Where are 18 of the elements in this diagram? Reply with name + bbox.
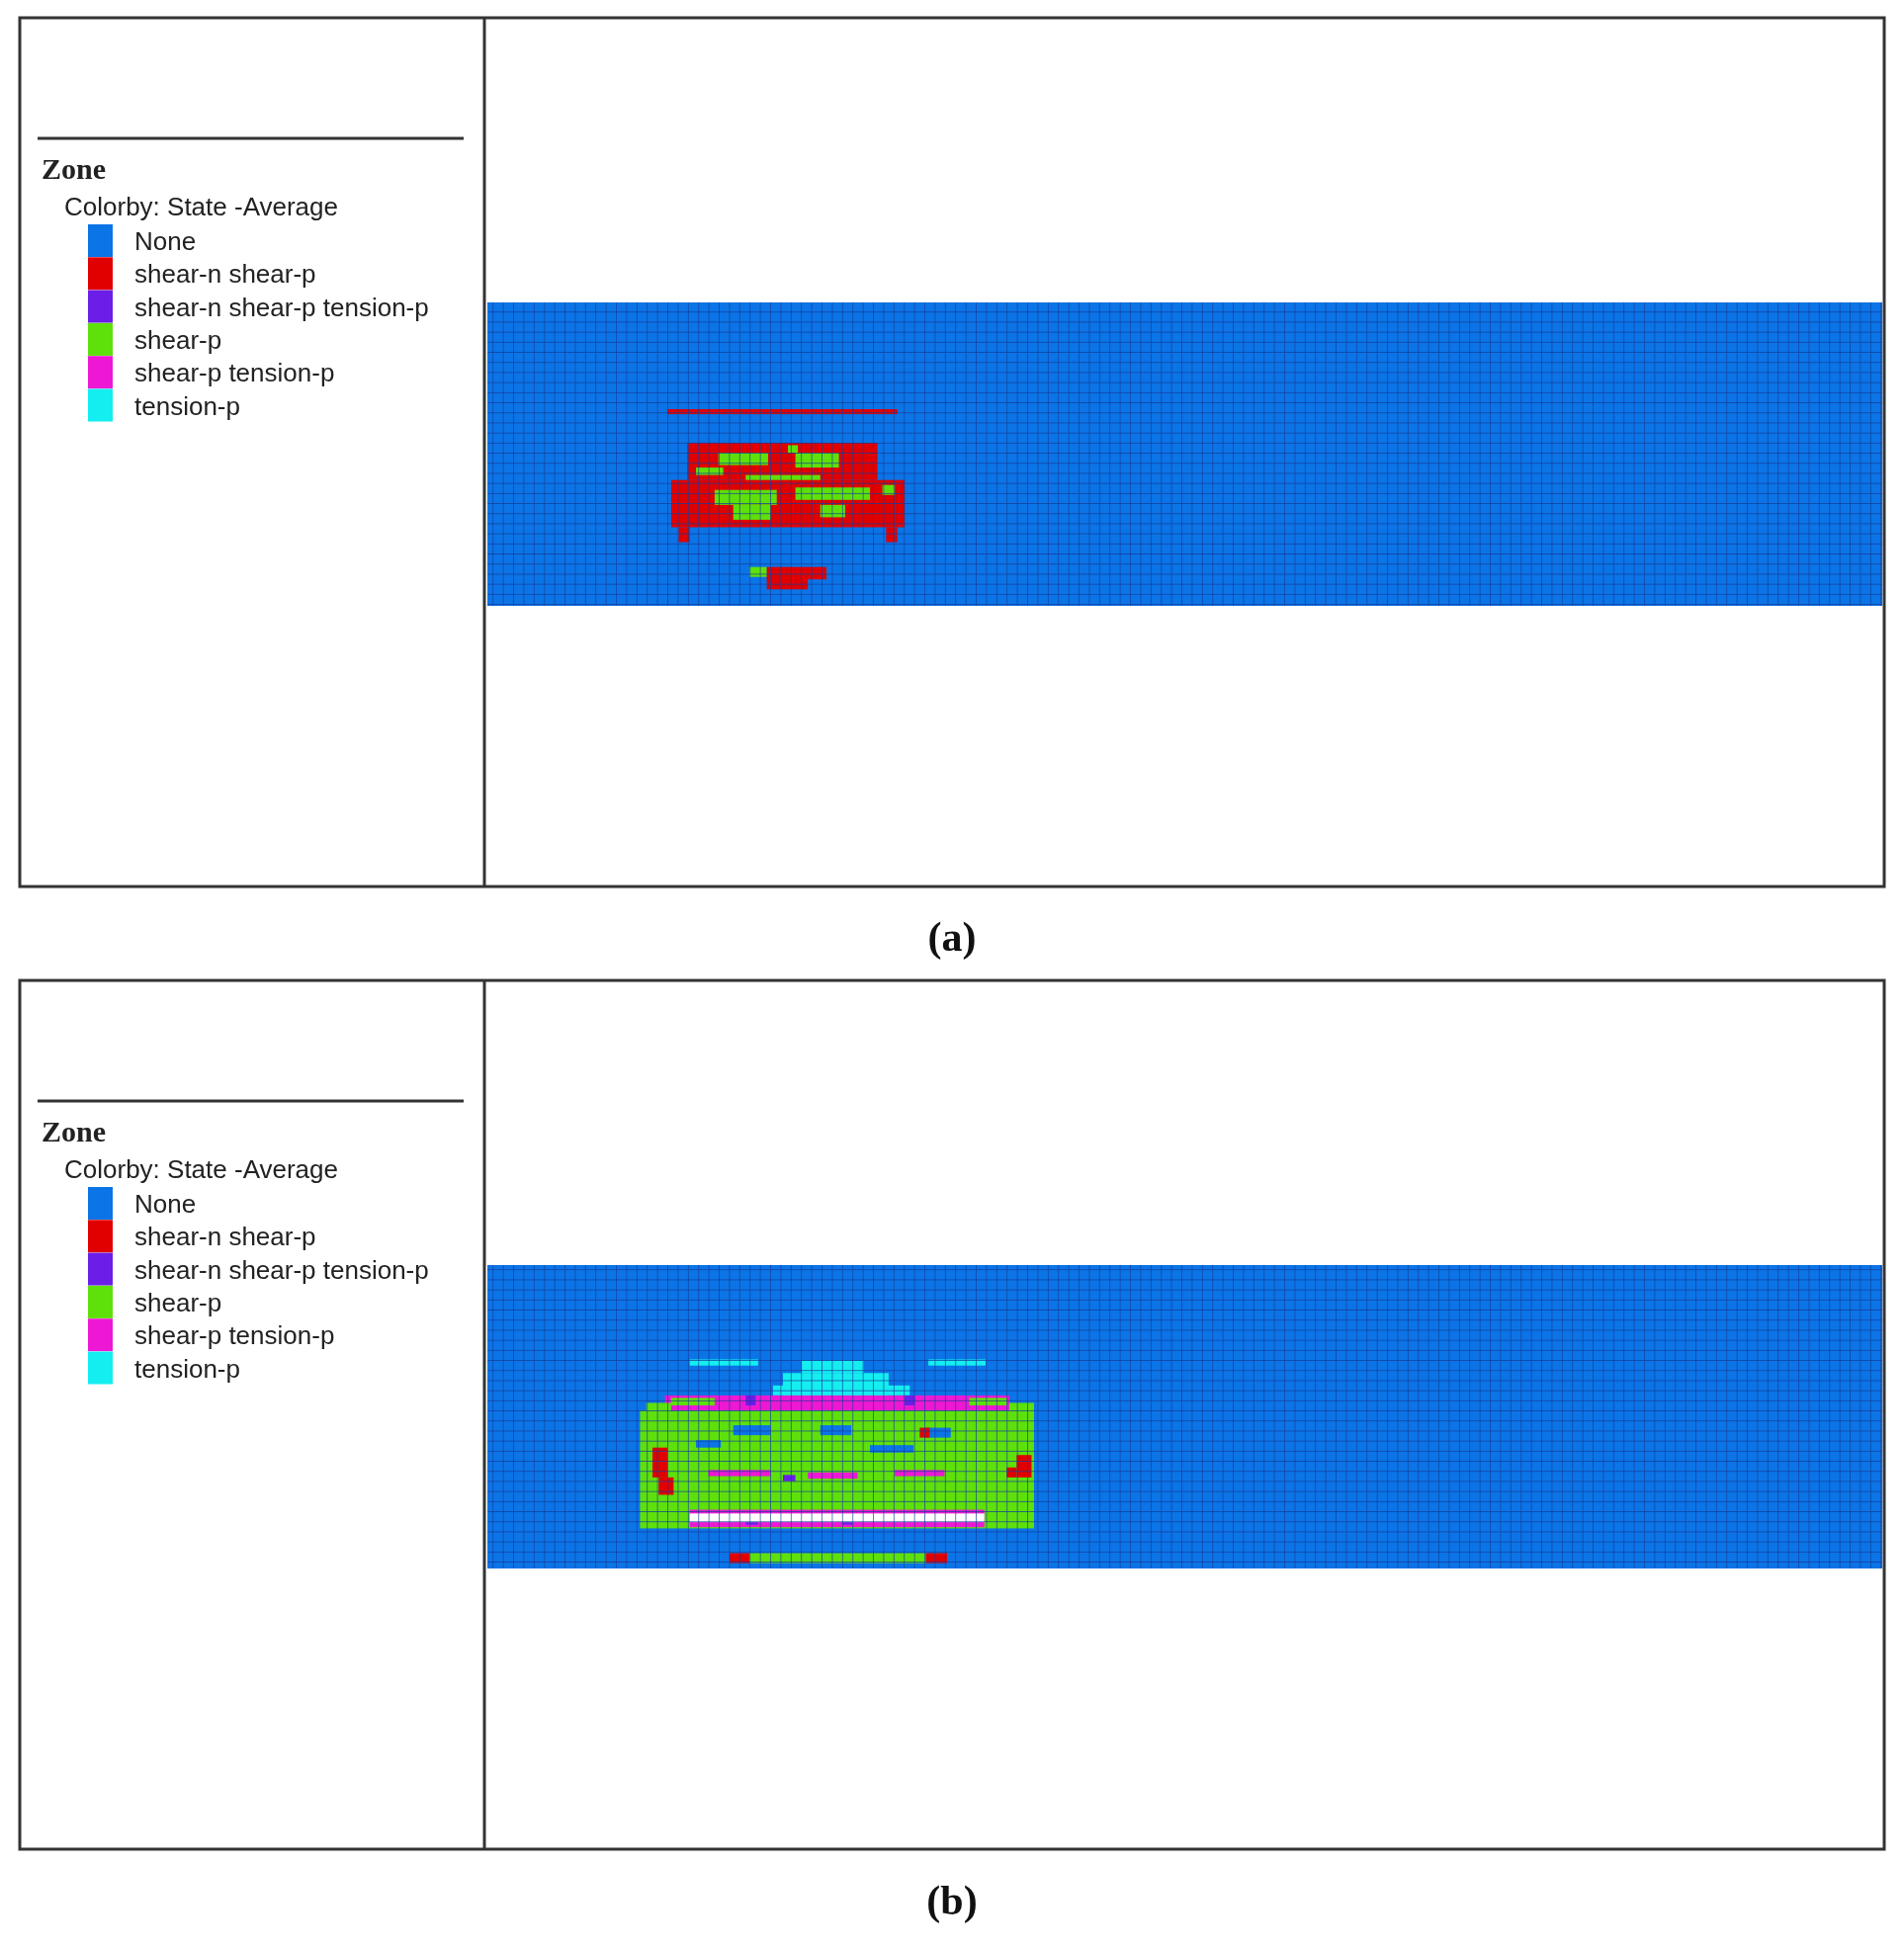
legend-subtitle: Colorby: State -Average	[64, 1154, 338, 1184]
legend-label: tension-p	[134, 390, 240, 421]
legend-label: None	[134, 226, 197, 256]
legend-label: shear-n shear-p	[134, 1222, 316, 1252]
legend-label: tension-p	[134, 1353, 240, 1384]
panel-caption: (a)	[926, 913, 978, 961]
legend-label: shear-n shear-p	[134, 259, 316, 290]
legend-label: None	[134, 1189, 197, 1219]
panel-caption: (b)	[925, 1877, 979, 1924]
legend-label: shear-n shear-p tension-p	[134, 292, 429, 322]
legend-label: shear-p tension-p	[134, 1320, 335, 1351]
legend-label: shear-p	[134, 1287, 222, 1317]
legend-heading: Zone	[42, 1117, 106, 1146]
legend-heading: Zone	[42, 154, 106, 184]
legend-label: shear-n shear-p tension-p	[134, 1254, 429, 1285]
legend-label: shear-p	[134, 324, 222, 355]
legend-subtitle: Colorby: State -Average	[64, 192, 338, 221]
legend-label: shear-p tension-p	[134, 358, 335, 388]
